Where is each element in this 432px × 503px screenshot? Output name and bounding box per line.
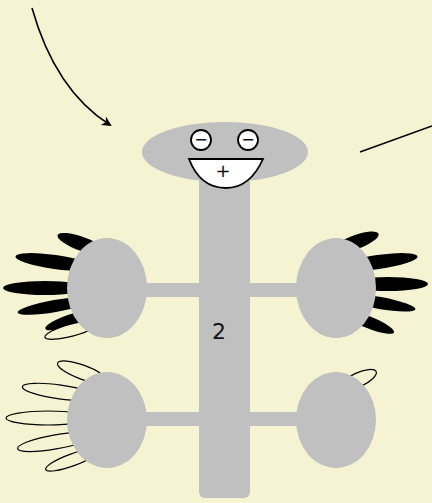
leader-line xyxy=(360,126,432,152)
figure-body xyxy=(67,122,376,498)
mouth-sign: + xyxy=(215,162,230,180)
white-fingers xyxy=(6,357,379,476)
mouth xyxy=(189,159,263,188)
eye xyxy=(238,130,258,150)
callout-number: 2 xyxy=(212,321,226,343)
eye xyxy=(191,130,211,150)
eye-sign: − xyxy=(241,132,254,148)
pointer-arrow xyxy=(32,8,110,125)
eye-sign: − xyxy=(194,132,207,148)
